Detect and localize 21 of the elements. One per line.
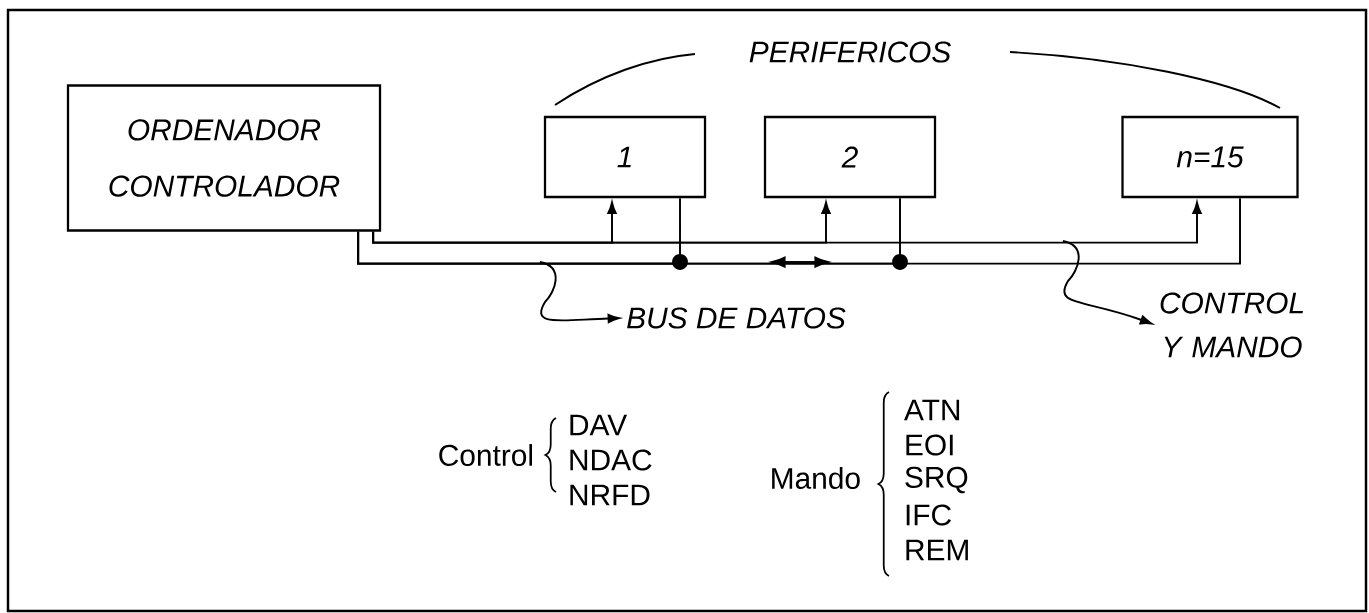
signal-name: NRFD (570, 484, 650, 506)
bus-line (372, 201, 1202, 244)
group-label: Mando (772, 467, 860, 489)
leader-arrow (1062, 240, 1153, 325)
signal-name: REM (906, 539, 968, 561)
signal-name: NDAC (570, 449, 652, 471)
device-box: 2 (763, 115, 937, 199)
signal-name: EOI (906, 434, 953, 456)
device-box: n=15 (1121, 115, 1299, 199)
bus-line (357, 197, 1241, 265)
signal-name: SRQ (905, 466, 968, 494)
bus-label: CONTROL Y MANDO (1160, 292, 1303, 358)
signal-name: DAV (570, 414, 628, 436)
bus-label: BUS DE DATOS (627, 307, 846, 329)
device-box: ORDENADOR CONTROLADOR (66, 84, 382, 232)
leader-arrow (539, 261, 620, 324)
group-label: Control (439, 444, 532, 466)
signal-name: ATN (904, 399, 960, 421)
device-box: 1 (543, 115, 707, 199)
group-label: PERIFERICOS (749, 41, 951, 63)
signal-name: IFC (906, 504, 951, 526)
